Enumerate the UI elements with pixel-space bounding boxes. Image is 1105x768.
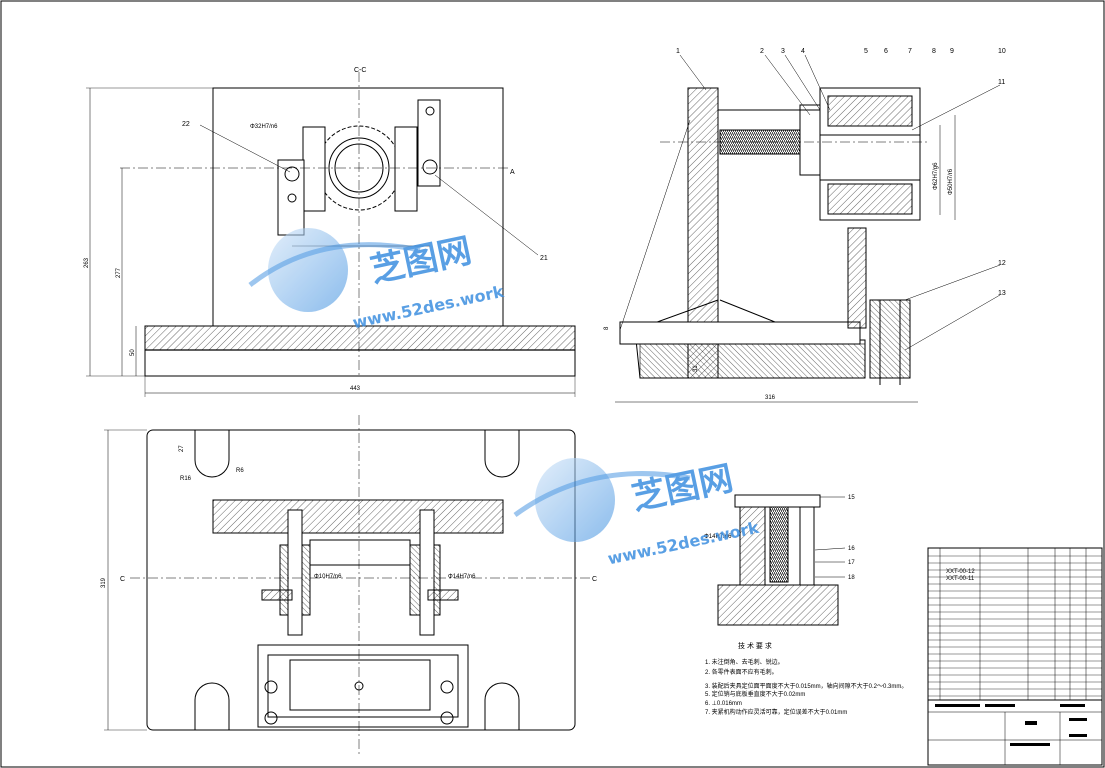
callout-11: 11 [998, 79, 1005, 86]
callout-1: 1 [676, 48, 680, 55]
callout-7: 7 [908, 48, 912, 55]
dim-edge: 27 [179, 445, 185, 452]
callout-12: 12 [998, 260, 1006, 267]
fit-detail: Φ14H7/n6 [704, 534, 732, 540]
dim-plan-height: 319 [101, 577, 107, 588]
tech-item-1: 1. 未注倒角、去毛刺、锐边。 [705, 658, 784, 666]
part-code-2: XXT-00-11 [946, 576, 975, 582]
callout-15: 15 [848, 495, 855, 501]
callout-6: 6 [884, 48, 888, 55]
dim-side-length: 316 [765, 395, 776, 401]
watermark-chinese-bottom: 芝图网 [628, 458, 736, 518]
callout-16: 16 [848, 546, 855, 552]
dim-base: 50 [130, 349, 136, 356]
section-mark-right: C [592, 576, 597, 583]
tech-item-5: 5. 定位销与底板垂直度不大于0.02mm [705, 690, 805, 698]
side-view: 1 2 3 4 5 6 7 8 9 10 11 12 13 Φ62H7/g6 Φ… [604, 48, 1006, 403]
callout-3: 3 [781, 48, 785, 55]
detail-view: 15 16 17 18 Φ14H7/n6 [704, 494, 855, 626]
callout-18: 18 [848, 575, 855, 581]
callout-2: 2 [760, 48, 764, 55]
callout-13: 13 [998, 290, 1006, 297]
fit-note-front: Φ32H7/n6 [250, 124, 278, 130]
tech-item-6: 6. ⊥0.016mm [705, 700, 742, 707]
callout-22: 22 [182, 121, 190, 128]
tech-item-7: 7. 夹紧机构动作应灵活可靠，定位误差不大于0.01mm [705, 708, 847, 716]
callout-10: 10 [998, 48, 1006, 55]
callout-9: 9 [950, 48, 954, 55]
fit-plan-right: Φ14H7/n6 [448, 574, 476, 580]
part-code-1: XXT-00-12 [946, 569, 975, 575]
dim-side-plate: 8 [604, 326, 610, 330]
dim-width: 443 [350, 386, 361, 392]
front-view: C-C A 22 21 Φ32H7/n6 443 263 277 50 [84, 67, 576, 397]
view-a-mark: A [510, 169, 515, 176]
section-mark-left: C [120, 576, 125, 583]
callout-4: 4 [801, 48, 805, 55]
plan-view: C C 319 R16 R6 27 Φ10H7/n6 Φ14H7/n6 [101, 415, 597, 755]
watermark-url-bottom: www.52des.work [606, 518, 761, 569]
tech-item-2: 2. 各零件表面不应有毛刺。 [705, 668, 778, 676]
parts-list-grid [928, 555, 1102, 697]
dim-center-height: 277 [116, 267, 122, 278]
callout-5: 5 [864, 48, 868, 55]
title-block: XXT-00-12 XXT-00-11 [927, 547, 1103, 766]
tech-title: 技 术 要 求 [738, 641, 772, 650]
fit-plan-left: Φ10H7/n6 [314, 574, 342, 580]
callout-8: 8 [932, 48, 936, 55]
fit-side-1: Φ62H7/g6 [933, 162, 939, 190]
dim-r-small: R6 [236, 468, 244, 474]
dim-height: 263 [84, 257, 90, 268]
fit-side-2: Φ50H7/r6 [948, 168, 954, 195]
tech-requirements: 技 术 要 求 1. 未注倒角、去毛刺、锐边。 2. 各零件表面不应有毛刺。 3… [705, 641, 907, 716]
tech-item-3: 3. 装配后夹具定位面平面度不大于0.015mm，轴向间隙不大于0.2～0.3m… [705, 682, 907, 690]
callout-21: 21 [540, 255, 548, 262]
dim-r-top-left: R16 [180, 476, 192, 482]
callout-17: 17 [848, 560, 855, 566]
dim-side-foot: 31 [693, 365, 699, 372]
section-label: C-C [354, 67, 366, 74]
